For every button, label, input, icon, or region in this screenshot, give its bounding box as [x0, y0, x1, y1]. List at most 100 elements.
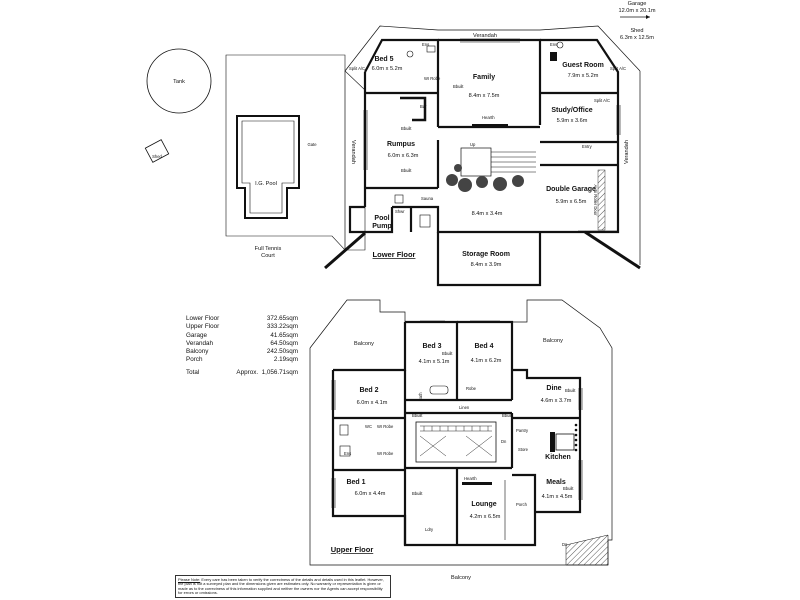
uf-dn-stair-label: Dn [501, 439, 507, 444]
area-label: Garage [186, 331, 208, 339]
storage-dim: 8.4m x 3.9m [471, 262, 502, 268]
area-approx [238, 348, 264, 356]
bed3-name: Bed 3 [422, 343, 441, 350]
uf-porch-label: Porch [516, 502, 528, 507]
pool-inner-outline [241, 120, 295, 214]
area-row: Upper Floor 333.22sqm [186, 323, 298, 331]
upper-floor-title: Upper Floor [331, 545, 374, 554]
uf-linen-label: Linen [459, 405, 470, 410]
bed2-dim: 6.0m x 4.1m [357, 400, 388, 406]
uf-robe-label: Robe [466, 386, 477, 391]
uf-built-meals: Bbuilt [563, 486, 574, 491]
uf-built-bed3: Bbuilt [442, 351, 453, 356]
shed-outline [144, 139, 170, 163]
lf-split-ac-study: Split A/C [594, 98, 610, 103]
lower-floor-title: Lower Floor [373, 250, 416, 259]
pool-label: I.G. Pool [255, 181, 277, 187]
uf-ens-label: Ens [344, 451, 351, 456]
upper-floor-plan: Balcony Balcony Balcony Bed 2 6.0m x 4.1… [309, 299, 613, 581]
lf-built-rumpus-2: Bbuilt [401, 168, 412, 173]
lf-verandah-right: Verandah [624, 140, 630, 164]
meals-name: Meals [546, 479, 566, 486]
arrow-head-icon [646, 15, 650, 19]
double-garage-name: Double Garage [546, 186, 596, 193]
uf-built-bed4: Bbuilt [502, 413, 513, 418]
rumpus-dim: 6.0m x 6.3m [388, 153, 419, 159]
lf-entry-label: Entry [582, 144, 593, 149]
uf-store-label: Store [518, 447, 529, 452]
area-row: Porch 2.19sqm [186, 356, 298, 364]
uf-pantry-label: Pantry [516, 428, 529, 433]
disclaimer-text: Every care has been taken to verify the … [178, 576, 384, 596]
area-label: Lower Floor [186, 315, 220, 322]
area-label: Porch [186, 356, 203, 364]
lf-shwr-label: Shwr [395, 209, 405, 214]
uf-built-bed2: Bbuilt [412, 413, 423, 418]
kitchen-name: Kitchen [545, 454, 571, 461]
lf-up-label: Up [470, 142, 476, 147]
bed3-dim: 4.1m x 5.1m [419, 359, 450, 365]
disclaimer-heading: Please Note: [178, 576, 201, 582]
area-value: 333.22sqm [266, 323, 298, 331]
lf-ens-label: Ens [422, 42, 429, 47]
family-dim: 8.4m x 7.5m [469, 93, 500, 99]
pool-outline [236, 115, 300, 219]
area-value: 242.50sqm [266, 348, 298, 356]
shed-note-line2: 6.3m x 12.5m [620, 35, 654, 41]
lf-built-rumpus-1: Bbuilt [401, 126, 412, 131]
area-value: 64.50sqm [270, 339, 298, 347]
bed5-dim: 6.0m x 5.2m [372, 66, 403, 72]
lf-verandah-left: Verandah [350, 140, 356, 164]
uf-wc-label: WC [365, 424, 372, 429]
lf-sauna-label: Sauna [421, 196, 434, 201]
area-approx [238, 340, 264, 348]
area-row: Balcony 242.50sqm [186, 348, 298, 356]
lf-hall-dim: 8.4m x 3.4m [472, 211, 503, 217]
uf-bath-label: Bath [418, 392, 423, 401]
area-row: Lower Floor 372.65sqm [186, 315, 298, 323]
family-name: Family [473, 74, 495, 81]
lounge-name: Lounge [471, 501, 496, 508]
lounge-dim: 4.2m x 6.5m [470, 514, 501, 520]
study-name: Study/Office [551, 107, 592, 114]
area-row: Garage 41.65sqm [186, 332, 298, 340]
area-label: Verandah [186, 339, 213, 347]
garage-note-line1: Garage [628, 1, 647, 7]
bed1-dim: 6.0m x 4.4m [355, 491, 386, 497]
lower-floor-plan: Verandah Verandah Verandah Bed 5 6.0m x … [324, 25, 641, 287]
lf-split-ac-right: Split A/C [610, 66, 626, 71]
lf-roller-door-label: Auto Roller Door [593, 185, 598, 217]
uf-hearth-label: Hearth [464, 476, 477, 481]
guest-name: Guest Room [562, 62, 604, 69]
rumpus-name: Rumpus [387, 141, 415, 148]
area-label: Upper Floor [186, 323, 220, 331]
shed-label: Shed [152, 154, 162, 159]
storage-name: Storage Room [462, 251, 510, 258]
area-row: Verandah 64.50sqm [186, 340, 298, 348]
uf-balcony-bottom: Balcony [451, 575, 471, 581]
bed4-name: Bed 4 [474, 343, 493, 350]
area-value: 2.19sqm [273, 356, 298, 364]
uf-wir-label-2: WI Robe [377, 451, 394, 456]
meals-dim: 4.1m x 4.5m [542, 494, 573, 500]
area-summary-table: Lower Floor 372.65sqm Upper Floor 333.22… [186, 315, 298, 377]
total-approx: Approx. [236, 368, 259, 376]
area-value: 372.65sqm [266, 315, 298, 322]
lf-hearth-label: Hearth [482, 115, 495, 120]
shed-note-line1: Shed [630, 28, 643, 34]
bed5-name: Bed 5 [374, 56, 393, 63]
tennis-line1: Full Tennis [255, 246, 282, 252]
area-approx [238, 356, 264, 364]
disclaimer-box: Please Note: Every care has been taken t… [175, 575, 391, 599]
tennis-line2: Court [261, 253, 275, 259]
lf-wir-label: WI Robe [424, 76, 441, 81]
lf-built-family: Bbuilt [453, 84, 464, 89]
lf-verandah-top: Verandah [473, 33, 497, 39]
uf-dn-label: Dn [562, 542, 568, 547]
uf-ldry-label: Ldry [425, 527, 434, 532]
total-value: 1,056.71sqm [261, 368, 298, 376]
tank-outline [146, 48, 212, 114]
area-total-row: Total Approx. 1,056.71sqm [186, 369, 298, 377]
bed2-name: Bed 2 [359, 387, 378, 394]
uf-built-dine: Bbuilt [565, 388, 576, 393]
